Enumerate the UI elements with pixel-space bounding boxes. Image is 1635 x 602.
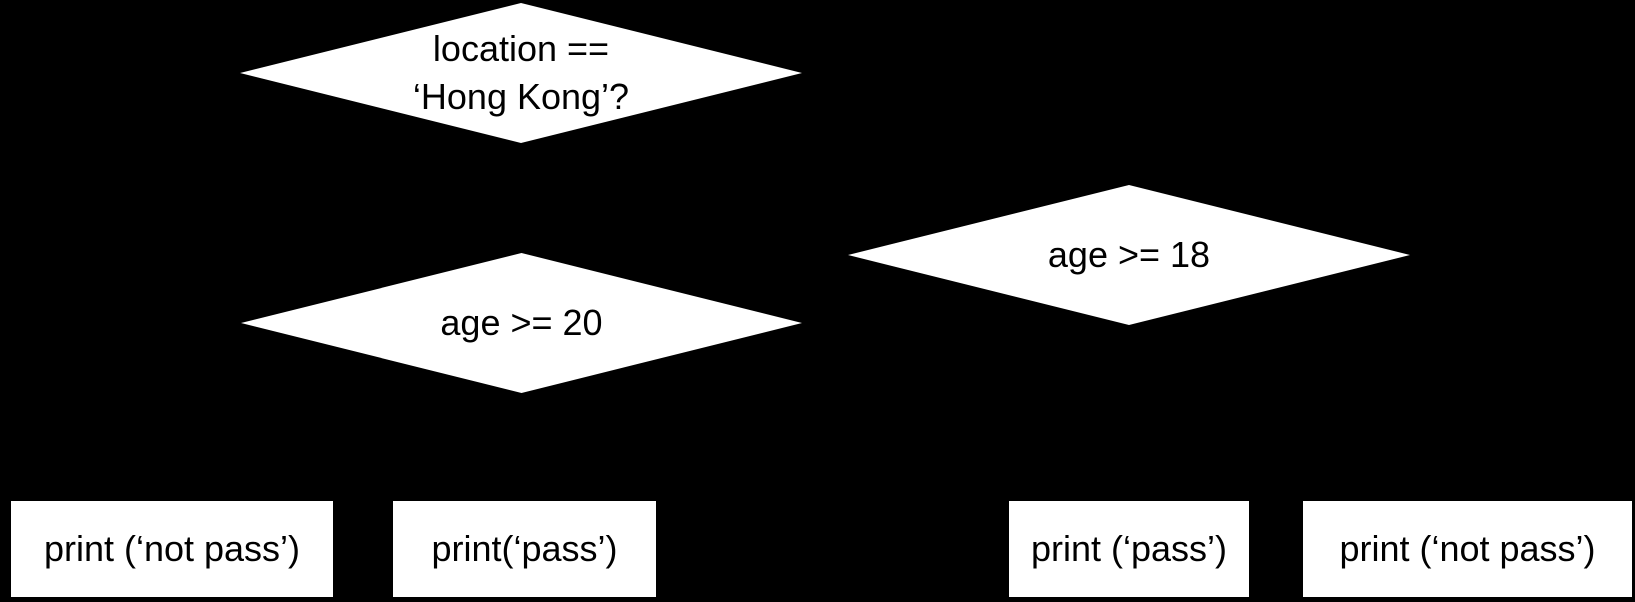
result-box-left-not-pass: print (‘not pass’) <box>11 501 333 597</box>
result-box-right-not-pass: print (‘not pass’) <box>1303 501 1632 597</box>
result-left-not-pass-label: print (‘not pass’) <box>43 528 301 570</box>
decision-age-20-label: age >= 20 <box>440 302 603 344</box>
decision-location-line1: location == <box>432 28 610 70</box>
decision-node-age-18: age >= 18 <box>848 185 1410 325</box>
result-box-right-pass: print (‘pass’) <box>1009 501 1249 597</box>
decision-age-18-label: age >= 18 <box>1047 234 1211 276</box>
result-right-not-pass-label: print (‘not pass’) <box>1339 528 1596 570</box>
decision-location-line2: ‘Hong Kong’? <box>412 76 630 117</box>
result-box-left-pass: print(‘pass’) <box>393 501 656 597</box>
decision-node-age-20: age >= 20 <box>241 253 802 393</box>
result-right-pass-label: print (‘pass’) <box>1030 528 1228 570</box>
result-left-pass-label: print(‘pass’) <box>431 528 618 570</box>
decision-node-location-hong-kong: location == ‘Hong Kong’? <box>240 3 802 143</box>
